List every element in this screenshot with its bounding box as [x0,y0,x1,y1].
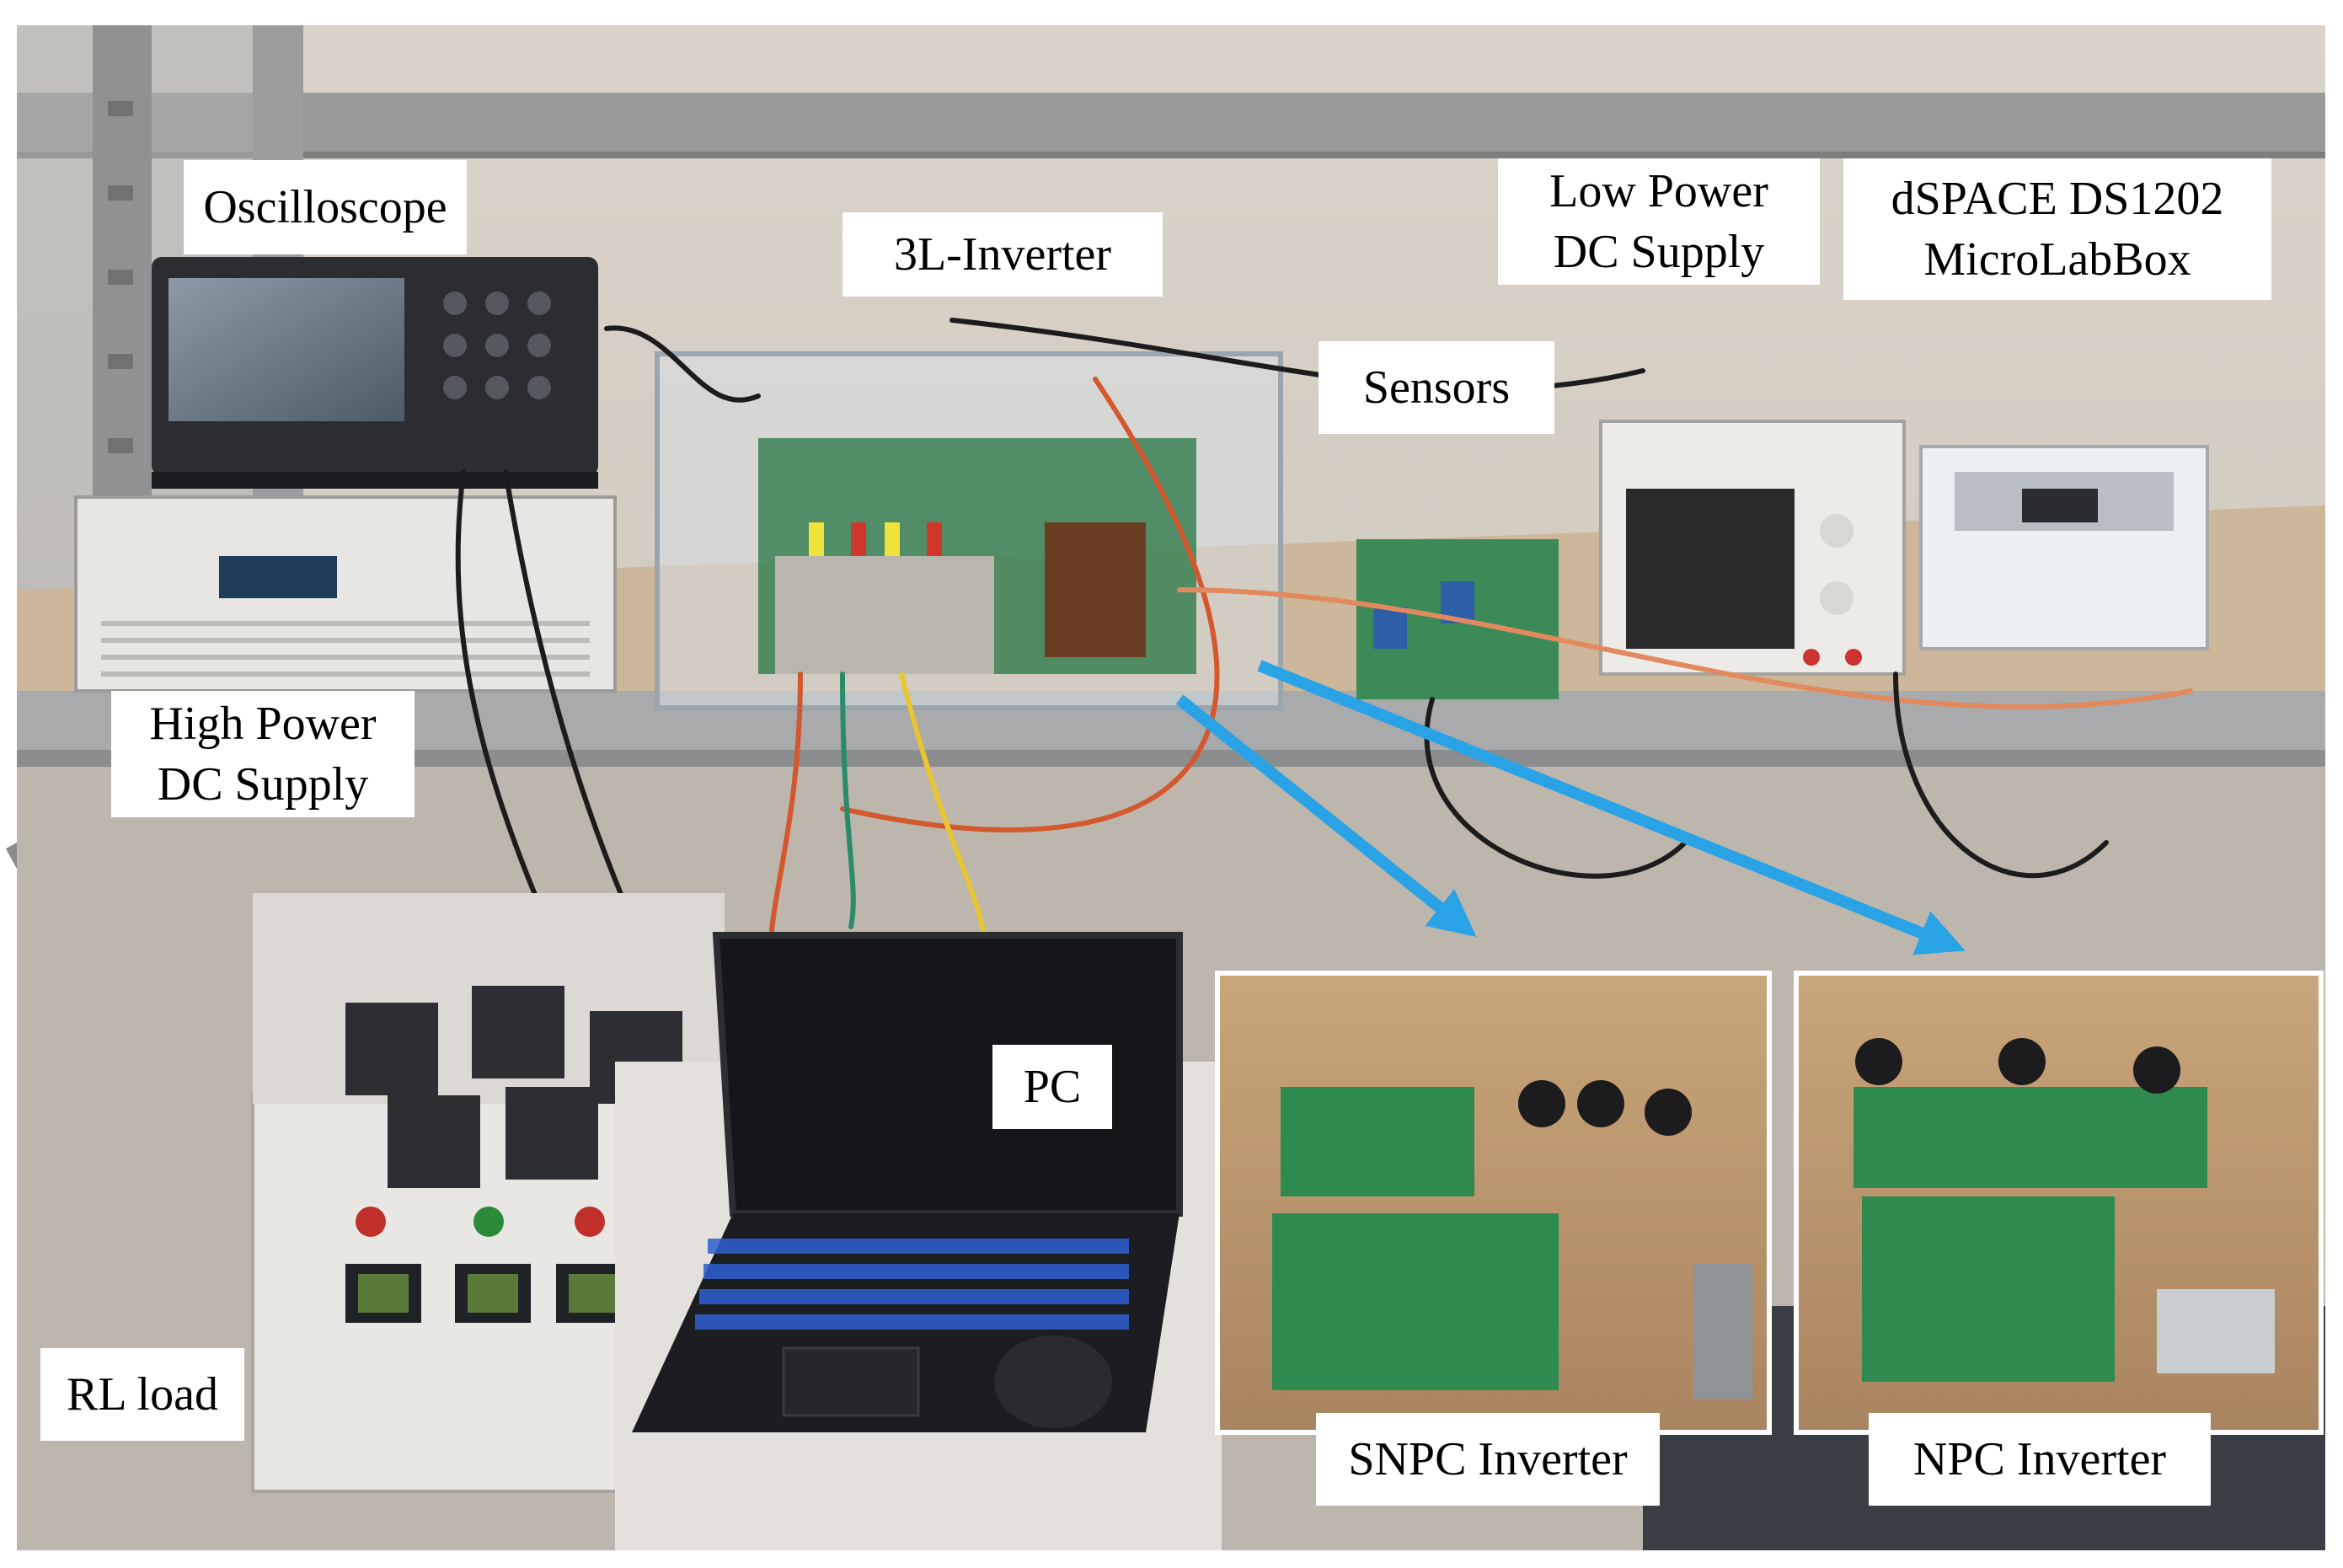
label-pc: PC [992,1045,1112,1129]
label-high-power-dc-supply: High Power DC Supply [111,691,415,817]
npc-pointer-arrow [1257,660,1966,955]
label-rl-load: RL load [40,1348,244,1441]
mouse [994,1335,1112,1428]
high-power-supply-device [74,495,617,693]
label-dspace-microlabbox: dSPACE DS1202 MicroLabBox [1843,158,2271,300]
label-sensors: Sensors [1319,341,1554,434]
snpc-pointer-arrow [1175,694,1477,937]
label-low-power-dc-supply: Low Power DC Supply [1498,158,1820,285]
label-3l-inverter: 3L-Inverter [843,212,1163,297]
top-shelf-rail [17,93,2325,152]
label-npc-inverter: NPC Inverter [1869,1413,2211,1506]
label-snpc-inverter: SNPC Inverter [1316,1413,1660,1506]
label-oscilloscope: Oscilloscope [184,160,467,254]
